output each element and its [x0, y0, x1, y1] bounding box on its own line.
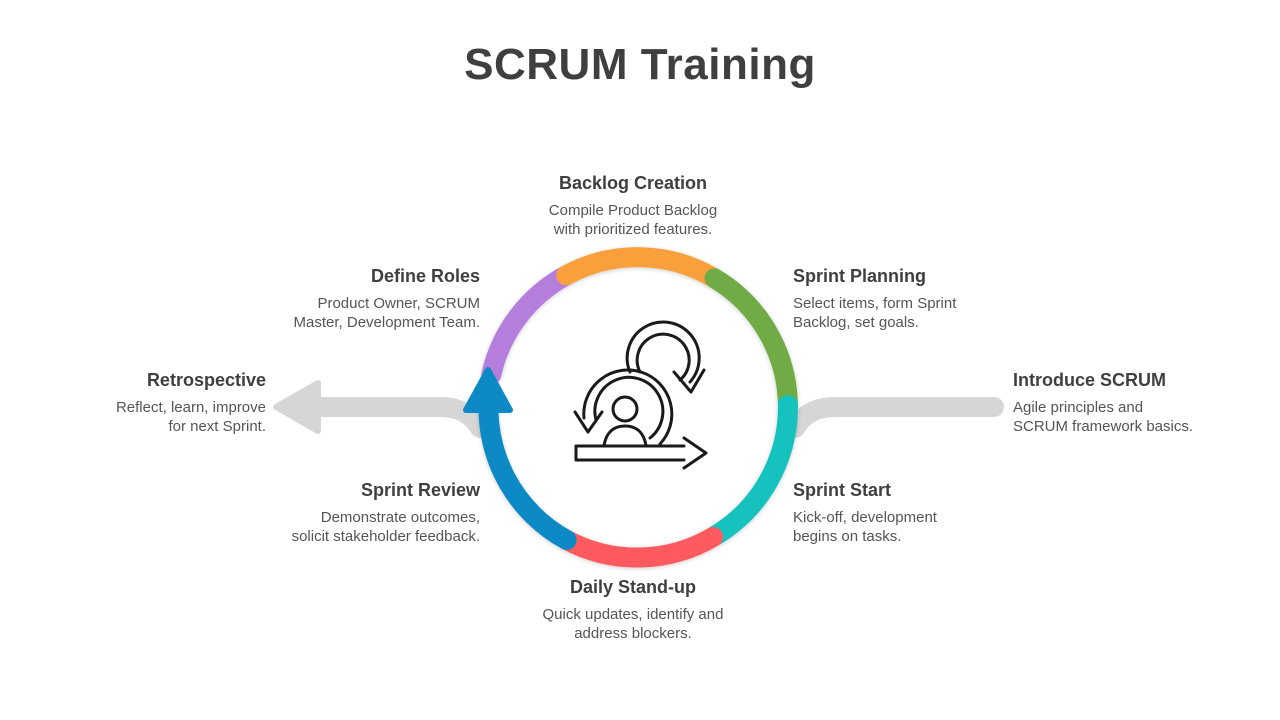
step-description: Select items, form Sprint Backlog, set g…: [793, 295, 957, 331]
step-heading: Daily Stand-up: [569, 577, 696, 597]
step-backlog-creation: Backlog Creation Compile Product Backlog…: [503, 171, 763, 239]
step-sprint-start: Sprint Start Kick-off, development begin…: [793, 478, 1053, 546]
step-description: Reflect, learn, improve for next Sprint.: [115, 399, 266, 435]
ring-segment-orange: [556, 247, 725, 289]
step-sprint-review: Sprint Review Demonstrate outcomes, soli…: [220, 478, 480, 546]
step-description: Agile principles and SCRUM framework bas…: [1013, 399, 1194, 435]
cycle-ring: [478, 247, 798, 568]
step-heading: Sprint Planning: [793, 266, 926, 286]
page-title: SCRUM Training: [464, 40, 816, 89]
step-description: Kick-off, development begins on tasks.: [793, 509, 937, 545]
step-retrospective: Retrospective Reflect, learn, improve fo…: [6, 368, 266, 436]
ring-arrow-head: [463, 367, 513, 413]
step-heading: Introduce SCRUM: [1013, 370, 1166, 390]
step-daily-standup: Daily Stand-up Quick updates, identify a…: [503, 575, 763, 643]
step-heading: Sprint Start: [793, 480, 892, 500]
entry-track: [785, 397, 1004, 438]
ring-segment-teal: [703, 395, 798, 547]
ring-segment-blue: [478, 382, 577, 550]
step-description: Quick updates, identify and address bloc…: [542, 606, 724, 642]
step-heading: Retrospective: [146, 370, 266, 390]
step-description: Compile Product Backlog with prioritized…: [548, 202, 718, 238]
step-introduce-scrum: Introduce SCRUM Agile principles and SCR…: [1013, 368, 1273, 436]
step-description: Product Owner, SCRUM Master, Development…: [293, 295, 480, 331]
step-heading: Sprint Review: [360, 480, 480, 500]
step-define-roles: Define Roles Product Owner, SCRUM Master…: [220, 264, 480, 332]
step-heading: Define Roles: [370, 266, 480, 286]
step-heading: Backlog Creation: [558, 173, 708, 193]
step-description: Demonstrate outcomes, solicit stakeholde…: [291, 509, 480, 545]
ring-segment-red: [556, 527, 723, 568]
exit-arrow-head: [273, 380, 321, 434]
step-sprint-planning: Sprint Planning Select items, form Sprin…: [793, 264, 1053, 332]
ring-segment-purple: [481, 265, 577, 385]
scrum-cycle-person-icon: [573, 320, 708, 470]
exit-track: [302, 397, 490, 438]
ring-segment-green: [704, 268, 798, 415]
